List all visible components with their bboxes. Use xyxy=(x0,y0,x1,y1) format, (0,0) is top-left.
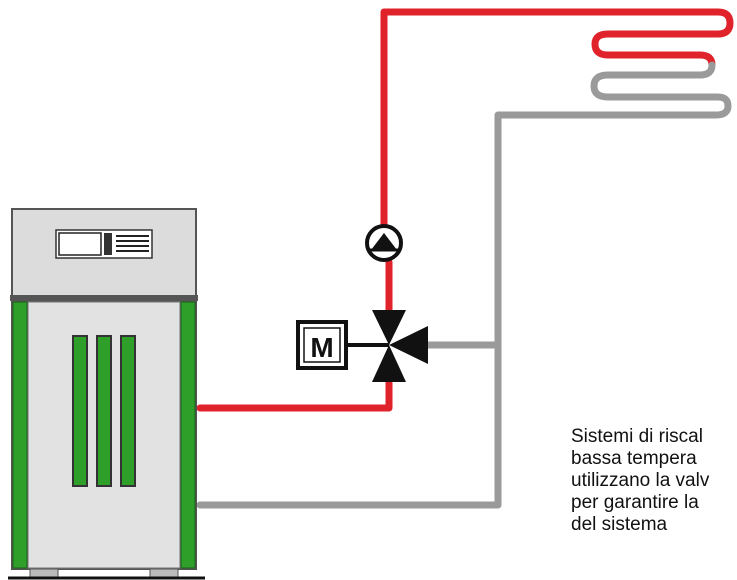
supply-pipe xyxy=(196,8,734,412)
boiler-control-panel xyxy=(55,229,153,259)
caption-line: per garantire la xyxy=(571,492,699,513)
caption-line: utilizzano la valv xyxy=(571,470,710,491)
valve-actuator-motor-icon xyxy=(296,320,348,370)
three-way-mixing-valve-icon xyxy=(346,310,428,382)
motor-label: M xyxy=(310,332,333,363)
boiler-icon xyxy=(8,208,205,580)
diagram-caption: Sistemi di riscal bassa tempera utilizza… xyxy=(571,426,737,536)
coil-transition xyxy=(696,61,716,79)
boiler-vent-slots xyxy=(72,335,136,487)
caption-line: del sistema xyxy=(571,514,668,535)
circulation-pump-icon xyxy=(365,224,403,262)
caption-line: Sistemi di riscal xyxy=(571,426,703,447)
return-pipe xyxy=(196,71,732,509)
caption-line: bassa tempera xyxy=(571,448,697,469)
